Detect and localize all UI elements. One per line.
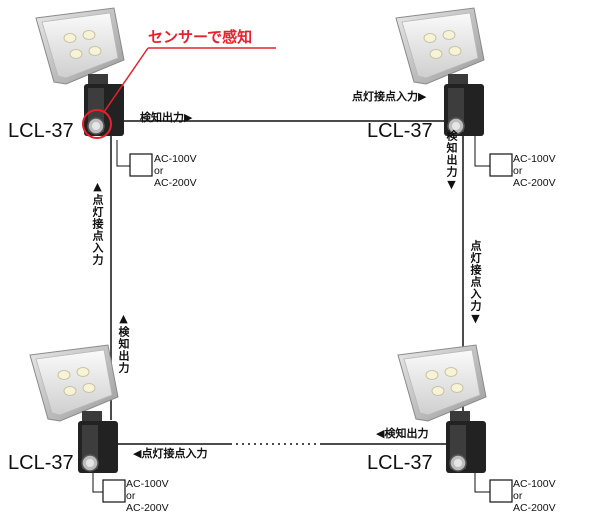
signal-label-left-output: ▲検知出力 — [117, 312, 130, 374]
lamp-top-left — [35, 7, 125, 137]
power-wire-top-right — [474, 133, 490, 167]
model-label-top-right: LCL-37 — [367, 120, 433, 142]
signal-label-top-input: 点灯接点入力▶ — [352, 90, 427, 103]
arrow-left-icon: ◀ — [376, 427, 385, 440]
model-label-bottom-right: LCL-37 — [367, 452, 433, 474]
arrow-up-icon: ▲ — [91, 180, 104, 194]
signal-label-right-input: 点灯接点入力▼ — [469, 240, 482, 326]
power-box-bottom-left — [102, 479, 126, 503]
arrow-right-icon: ▶ — [418, 90, 427, 103]
arrow-right-icon: ▶ — [184, 111, 193, 124]
power-box-top-right — [489, 153, 513, 177]
model-label-bottom-left: LCL-37 — [8, 452, 74, 474]
callout-label: センサーで感知 — [148, 28, 253, 46]
arrow-down-icon: ▼ — [445, 178, 458, 192]
power-box-bottom-right — [489, 479, 513, 503]
lamp-top-right — [395, 7, 485, 137]
arrow-down-icon: ▼ — [469, 312, 482, 326]
signal-label-right-output: 検知出力▼ — [445, 130, 458, 192]
arrow-left-icon: ◀ — [133, 447, 142, 460]
signal-label-bottom-input: ◀点灯接点入力 — [133, 447, 208, 460]
callout-leader — [103, 47, 149, 113]
signal-label-top-output: 検知出力▶ — [140, 111, 193, 124]
model-label-top-left: LCL-37 — [8, 120, 74, 142]
signal-label-left-input: ▲点灯接点入力 — [91, 180, 104, 266]
power-box-top-left — [129, 153, 153, 177]
sensor-highlight-circle — [82, 109, 112, 139]
power-wire-top-left — [116, 140, 130, 167]
arrow-up-icon: ▲ — [117, 312, 130, 326]
signal-label-bottom-output: ◀検知出力 — [376, 427, 429, 440]
